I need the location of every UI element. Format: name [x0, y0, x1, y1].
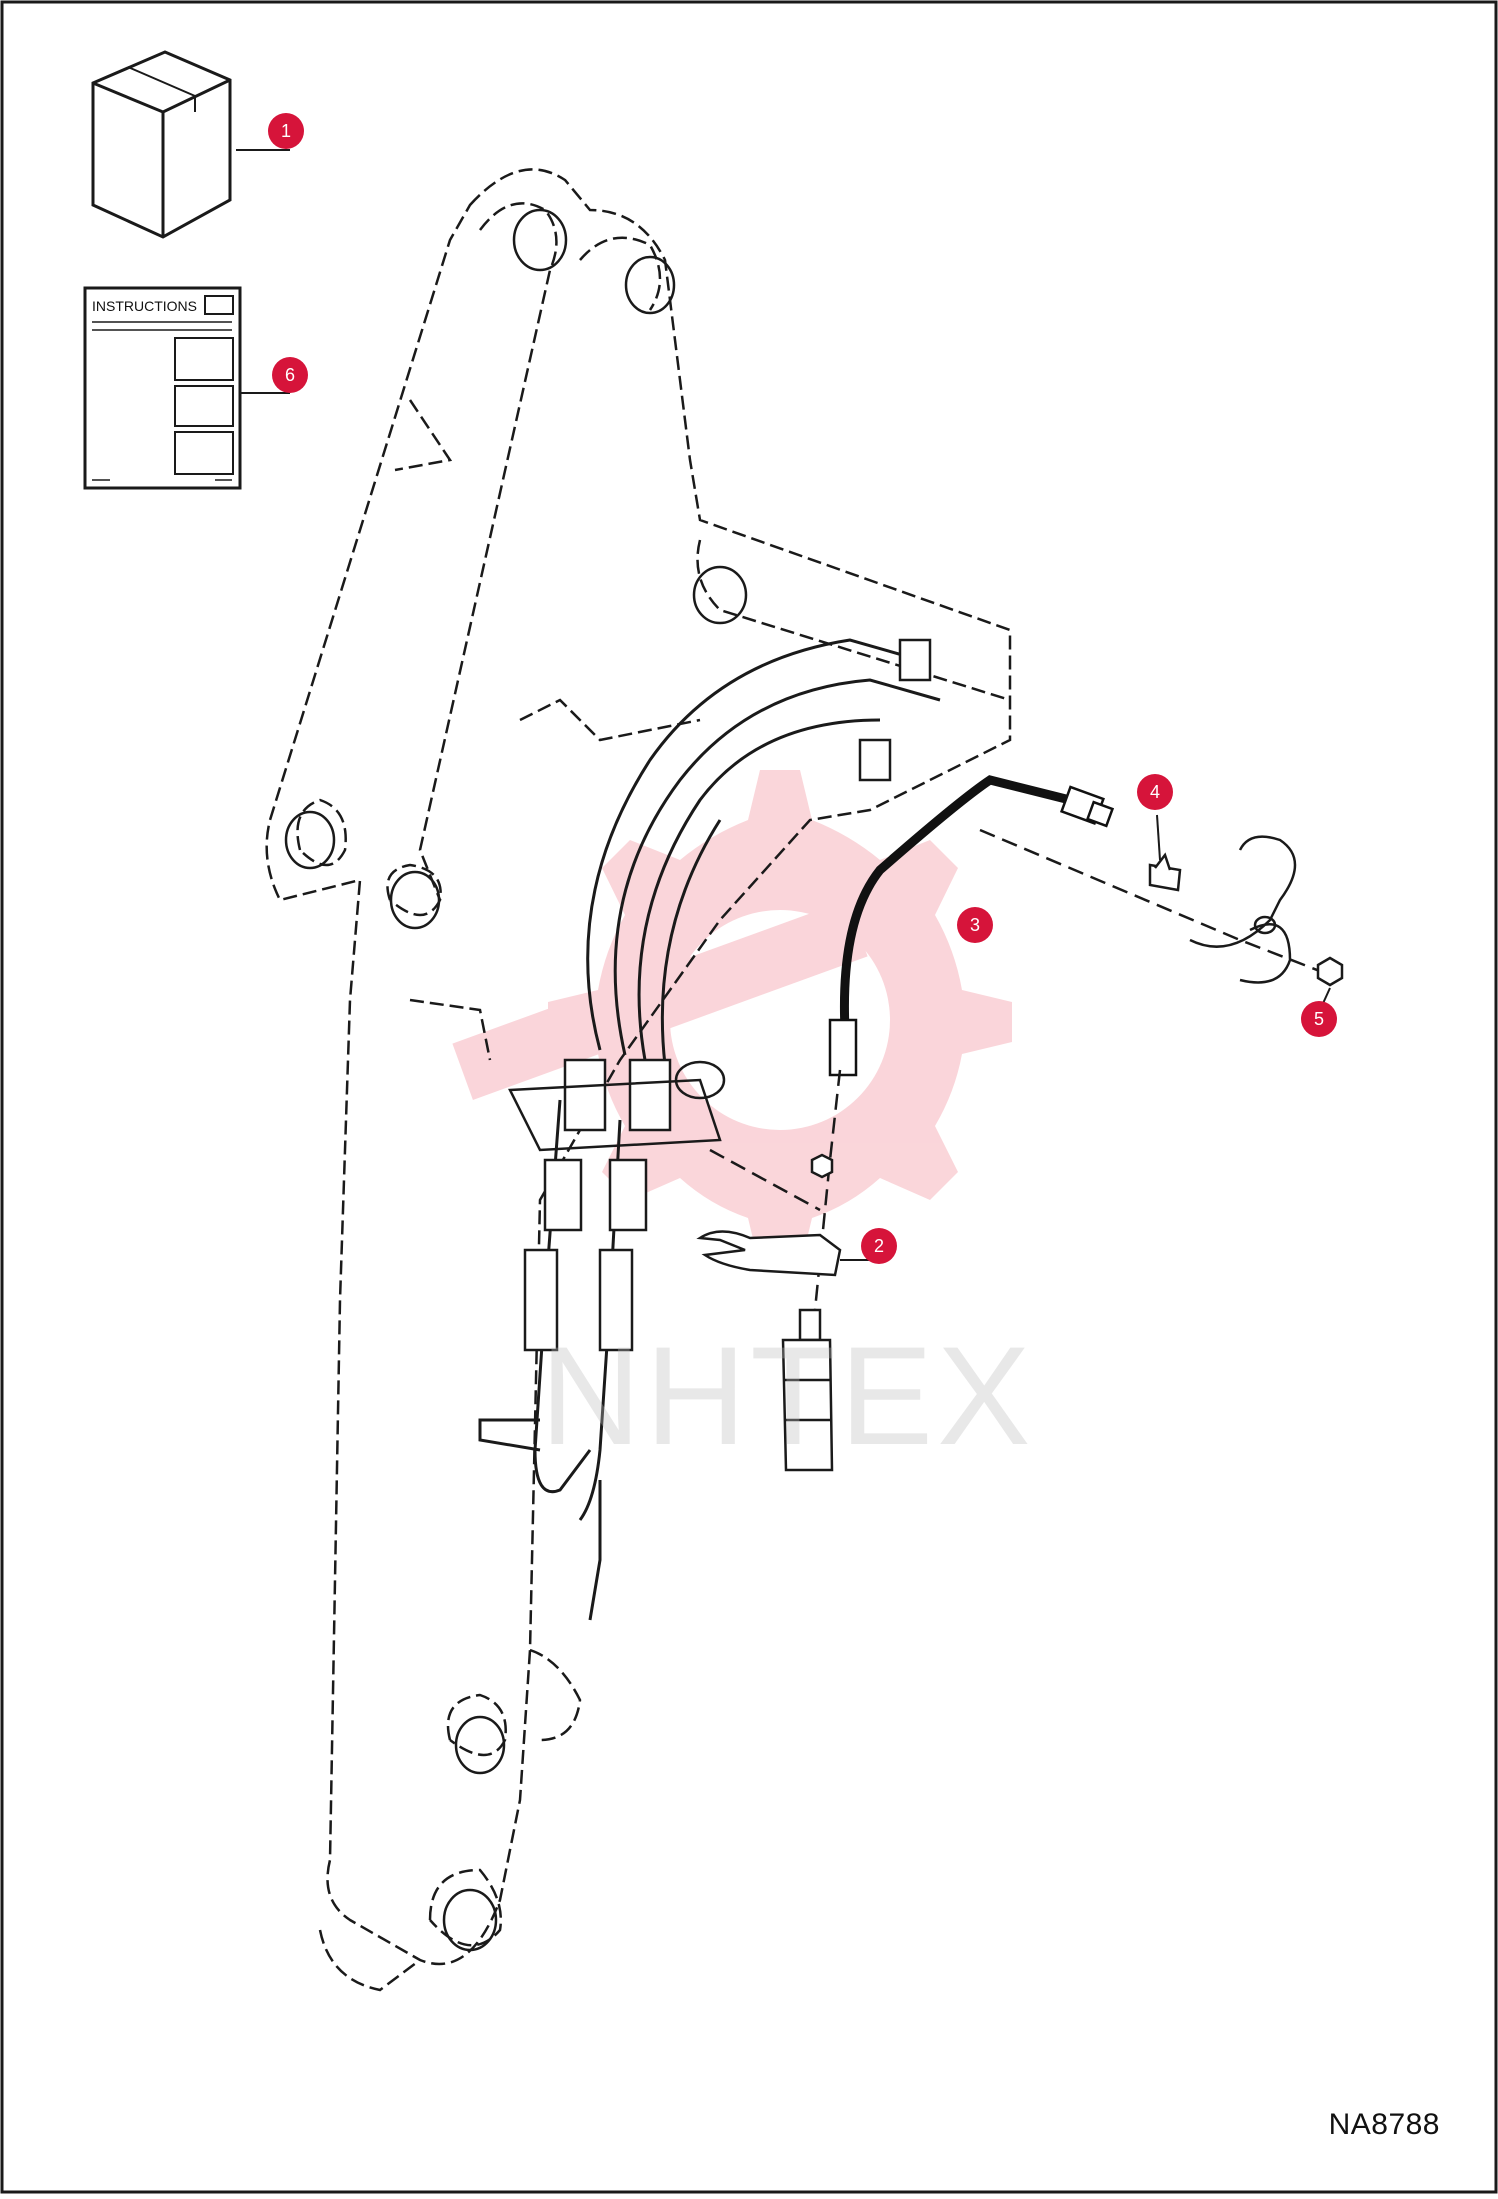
callout-label: 1 — [280, 120, 291, 141]
callout-label: 2 — [873, 1235, 884, 1256]
arm-fittings — [508, 638, 932, 1352]
package-box-icon — [91, 50, 232, 239]
callout-label: 4 — [1149, 781, 1160, 802]
callout-4: 4 — [1137, 774, 1173, 810]
bracket-clip — [696, 1153, 842, 1472]
callout-1: 1 — [268, 113, 304, 149]
explode-lines — [709, 828, 1331, 1311]
pivot-bushings — [284, 208, 748, 1952]
j-clip — [1189, 835, 1297, 984]
instructions-sheet-icon — [83, 286, 242, 490]
callout-label: 5 — [1313, 1008, 1324, 1029]
instructions-label: INSTRUCTIONS — [92, 298, 197, 314]
watermark-gear-icon — [452, 770, 1012, 1268]
excavator-arm-outline — [265, 168, 1012, 1992]
callout-6: 6 — [272, 357, 308, 393]
tee-fitting — [1148, 852, 1182, 892]
watermark-text: NHTEX — [540, 1317, 1035, 1474]
hex-nut — [1316, 956, 1344, 987]
callout-3: 3 — [957, 907, 993, 943]
callout-5: 5 — [1301, 1001, 1337, 1037]
replacement-hose — [828, 775, 1115, 1077]
callout-label: 3 — [969, 914, 980, 935]
document-code: NA8788 — [1328, 2108, 1440, 2141]
callout-2: 2 — [861, 1228, 897, 1264]
callout-label: 6 — [284, 364, 295, 385]
arm-hydraulic-lines — [478, 638, 941, 1621]
